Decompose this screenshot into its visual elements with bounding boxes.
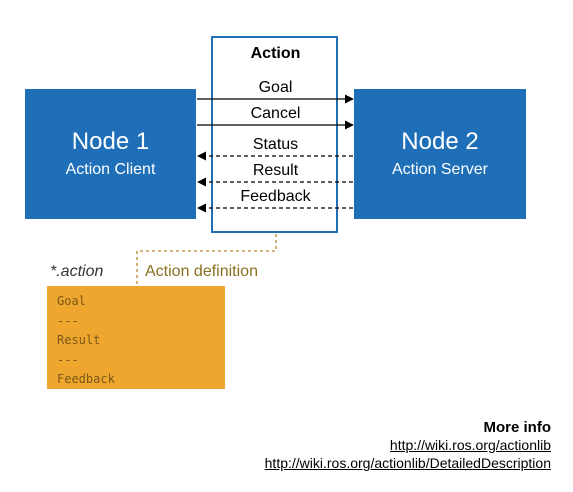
message-result-label: Result [252,162,299,179]
more-info-title: More info [483,419,552,436]
definition-line: --- [57,352,79,367]
message-status-label: Status [252,136,299,153]
action-definition-text: Goal --- Result --- Feedback [57,292,115,390]
definition-line: --- [57,313,79,328]
detailed-description-link[interactable]: http://wiki.ros.org/actionlib/DetailedDe… [264,455,551,471]
node2-title: Node 2 [401,128,479,155]
node1-subtitle: Action Client [65,161,156,178]
node2-box: Node 2 Action Server [354,89,526,219]
message-goal-label: Goal [258,79,293,96]
message-feedback-label: Feedback [240,188,311,205]
action-title: Action [250,45,301,62]
definition-line: Goal [57,294,86,308]
actionlib-link[interactable]: http://wiki.ros.org/actionlib [389,437,551,453]
definition-line: Result [57,333,101,347]
message-cancel-label: Cancel [250,105,301,122]
action-box [211,36,338,233]
definition-connector [136,234,277,287]
definition-line: Feedback [57,372,115,386]
action-definition-label: Action definition [145,263,258,280]
node1-box: Node 1 Action Client [25,89,196,219]
node1-title: Node 1 [71,128,150,155]
node2-subtitle: Action Server [391,161,489,178]
action-definition-box [47,286,225,389]
action-file-label: *.action [50,263,104,280]
